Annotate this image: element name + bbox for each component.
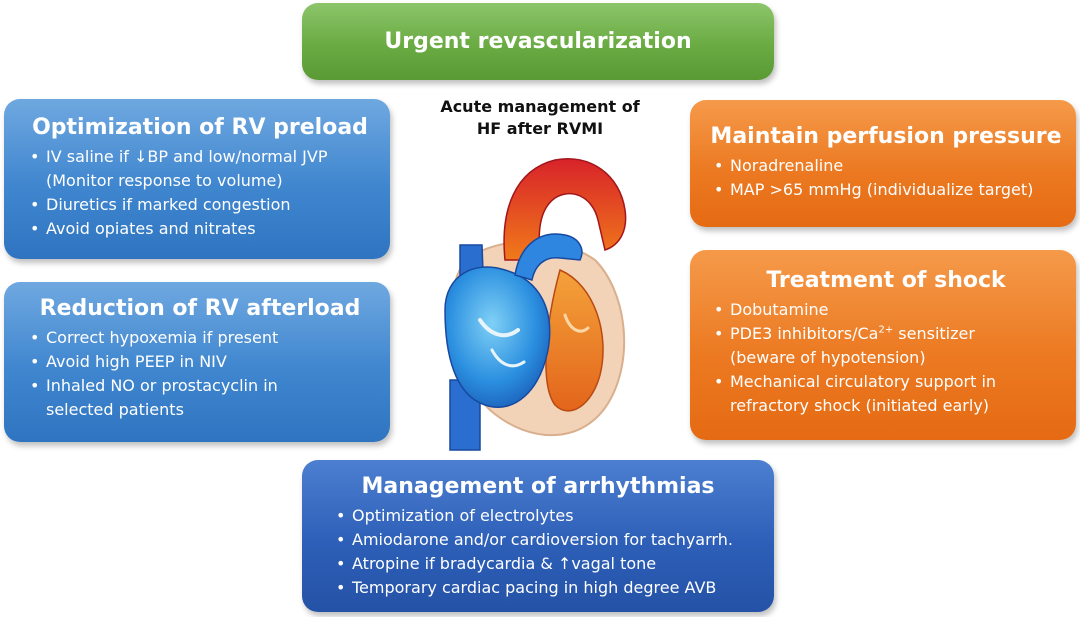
list-item: Diuretics if marked congestion (24, 193, 376, 217)
list-item: Dobutamine (708, 298, 1064, 322)
rv-afterload-box: Reduction of RV afterload Correct hypoxe… (4, 282, 390, 442)
heart-illustration-icon (420, 150, 660, 459)
urgent-revascularization-title: Urgent revascularization (384, 29, 692, 54)
list-item: Optimization of electrolytes (330, 504, 762, 528)
list-item: Noradrenaline (708, 154, 1064, 178)
rv-preload-list: IV saline if ↓BP and low/normal JVP (Mon… (24, 145, 376, 241)
rv-preload-title: Optimization of RV preload (32, 115, 368, 140)
list-item: IV saline if ↓BP and low/normal JVP (Mon… (24, 145, 376, 193)
arrhythmias-list: Optimization of electrolytes Amiodarone … (330, 504, 762, 600)
perfusion-pressure-title: Maintain perfusion pressure (710, 124, 1062, 149)
list-item: Temporary cardiac pacing in high degree … (330, 576, 762, 600)
list-item: MAP >65 mmHg (individualize target) (708, 178, 1064, 202)
center-title-line1: Acute management of (440, 97, 640, 116)
list-item: Atropine if bradycardia & ↑vagal tone (330, 552, 762, 576)
treatment-of-shock-box: Treatment of shock Dobutamine PDE3 inhib… (690, 250, 1076, 440)
center-title: Acute management of HF after RVMI (425, 96, 655, 140)
arrhythmias-box: Management of arrhythmias Optimization o… (302, 460, 774, 612)
list-item: Avoid opiates and nitrates (24, 217, 376, 241)
perfusion-pressure-list: Noradrenaline MAP >65 mmHg (individualiz… (708, 154, 1064, 202)
list-item: PDE3 inhibitors/Ca2+ sensitizer (beware … (708, 322, 1064, 370)
list-item: Correct hypoxemia if present (24, 326, 376, 350)
treatment-of-shock-title: Treatment of shock (766, 268, 1006, 293)
list-item: Inhaled NO or prostacyclin in selected p… (24, 374, 376, 422)
list-item: Mechanical circulatory support in refrac… (708, 370, 1064, 418)
urgent-revascularization-box: Urgent revascularization (302, 3, 774, 80)
perfusion-pressure-box: Maintain perfusion pressure Noradrenalin… (690, 100, 1076, 227)
list-item: Amiodarone and/or cardioversion for tach… (330, 528, 762, 552)
rv-preload-box: Optimization of RV preload IV saline if … (4, 99, 390, 259)
arrhythmias-title: Management of arrhythmias (361, 474, 715, 499)
center-title-line2: HF after RVMI (476, 119, 604, 138)
rv-afterload-list: Correct hypoxemia if present Avoid high … (24, 326, 376, 422)
list-item: Avoid high PEEP in NIV (24, 350, 376, 374)
treatment-of-shock-list: Dobutamine PDE3 inhibitors/Ca2+ sensitiz… (708, 298, 1064, 418)
heart-svg (444, 158, 627, 451)
rv-afterload-title: Reduction of RV afterload (39, 296, 361, 321)
